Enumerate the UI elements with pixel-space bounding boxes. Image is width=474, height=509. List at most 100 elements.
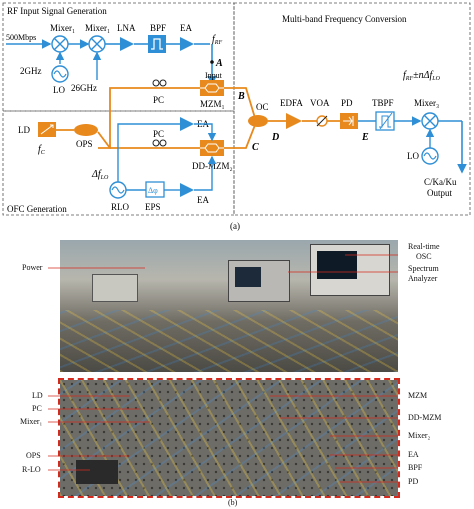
label-voa: VOA xyxy=(310,98,330,108)
label-output: Output xyxy=(427,188,453,198)
optical-path-mzm1 xyxy=(98,87,200,149)
eps-icon: Δφ xyxy=(145,181,165,198)
label-edfa: EDFA xyxy=(280,98,303,108)
rlo-icon xyxy=(109,181,127,199)
label-26ghz: 26GHz xyxy=(71,83,97,93)
optical-mzm1-oc xyxy=(224,87,256,119)
photo-label-power: Power xyxy=(22,263,43,272)
mixer3-icon xyxy=(421,112,439,130)
oscilloscope-unit xyxy=(310,244,390,296)
frame-multiband xyxy=(233,2,471,216)
label-lna: LNA xyxy=(117,23,136,33)
photo-label-mzm: MZM xyxy=(408,391,428,400)
label-500mbps: 500Mbps xyxy=(6,33,36,42)
section-multiband-title: Multi-band Frequency Conversion xyxy=(282,14,407,24)
bench-cables xyxy=(60,310,398,372)
power-supply-unit xyxy=(92,274,138,302)
label-pc-top: PC xyxy=(153,95,164,105)
label-pc-mid: PC xyxy=(153,129,164,139)
oc-icon xyxy=(248,115,268,127)
label-point-b: B xyxy=(237,91,245,102)
photo-label-mixer2: Mixer₂ xyxy=(408,431,431,440)
ops-icon xyxy=(74,124,98,136)
label-mixer3: Mixer₃ xyxy=(414,98,439,108)
label-tbpf: TBPF xyxy=(372,98,394,108)
label-point-d: D xyxy=(271,132,279,143)
label-oc: OC xyxy=(256,102,269,112)
bpf-icon xyxy=(148,35,166,53)
label-f-c: fC xyxy=(38,144,46,156)
wire-ea-bot-ddmzm xyxy=(194,155,217,191)
label-point-a: A xyxy=(215,58,223,69)
photo-label-ea: EA xyxy=(408,450,419,459)
lna-icon xyxy=(120,37,134,51)
label-mzm1: MZM₁ xyxy=(200,99,225,109)
pd-icon xyxy=(340,113,358,129)
photo-label-osc: OSC xyxy=(416,252,432,261)
section-rf-input-title: RF Input Signal Generation xyxy=(7,6,107,16)
edfa-icon xyxy=(286,113,302,129)
label-mixer1b: Mixer₁ xyxy=(85,23,110,33)
label-point-c: C xyxy=(252,142,259,153)
label-ea-bot: EA xyxy=(197,195,209,205)
lab-photo-overview xyxy=(60,240,398,372)
system-diagram: RF Input Signal Generation Multi-band Fr… xyxy=(2,2,471,231)
photo-label-pc: PC xyxy=(32,404,42,413)
label-output-bands: C/Ka/Ku xyxy=(424,177,457,187)
label-ld: LD xyxy=(18,125,30,135)
label-lo-right: LO xyxy=(407,151,419,161)
mzm1-icon xyxy=(200,80,224,96)
pc-mid-icon xyxy=(152,139,167,147)
voa-icon xyxy=(316,115,328,127)
spectrum-analyzer-unit xyxy=(228,260,290,302)
tbpf-icon xyxy=(375,111,395,131)
panel-label-a: (a) xyxy=(230,221,240,231)
pc-top-icon xyxy=(152,79,167,87)
photo-label-analyzer: Analyzer xyxy=(408,274,438,283)
panel-label-b: (b) xyxy=(228,498,238,507)
wire-ea-mid-ddmzm xyxy=(194,123,217,142)
rlo-device xyxy=(76,460,118,484)
label-mixer1: Mixer₁ xyxy=(50,23,75,33)
photo-label-ld: LD xyxy=(32,391,43,400)
label-rlo: RLO xyxy=(111,202,130,212)
ld-icon xyxy=(38,122,56,137)
lo-right-icon xyxy=(421,147,439,165)
lo-source-icon xyxy=(51,65,69,83)
label-ops: OPS xyxy=(76,139,93,149)
label-delta-flo: ΔfLO xyxy=(91,169,109,181)
label-pd: PD xyxy=(341,98,353,108)
label-input: Input xyxy=(205,71,223,80)
label-eps: EPS xyxy=(145,202,161,212)
optical-ops-ddmzm xyxy=(97,131,200,149)
photo-label-ddmzm: DD-MZM xyxy=(408,413,442,422)
label-point-e: E xyxy=(361,132,369,143)
lab-photo-detail xyxy=(58,378,400,498)
ea-bot-icon xyxy=(180,183,194,197)
photo-label-bpf: BPF xyxy=(408,463,423,472)
photo-label-spectrum: Spectrum xyxy=(408,264,439,273)
photo-label-pd: PD xyxy=(408,477,419,486)
label-formula: fRF±nΔfLO xyxy=(403,70,441,82)
label-lo: LO xyxy=(53,85,65,95)
point-a-dot xyxy=(210,60,214,64)
frame-ofc xyxy=(2,110,235,216)
label-2ghz: 2GHz xyxy=(20,66,42,76)
label-bpf: BPF xyxy=(150,23,166,33)
photo-label-ops: OPS xyxy=(26,451,41,460)
label-f-rf: fRF xyxy=(212,34,222,46)
section-ofc-title: OFC Generation xyxy=(7,204,67,214)
dd-mzm2-icon xyxy=(200,140,224,156)
label-ea-top: EA xyxy=(180,23,192,33)
wire-rlo-ddmzm xyxy=(117,123,180,190)
ea-top-icon xyxy=(180,37,194,51)
mixer1-icon xyxy=(51,35,69,53)
mixer1b-icon xyxy=(88,35,106,53)
optical-ddmzm-oc xyxy=(224,124,256,149)
photo-label-realtime: Real-time xyxy=(408,242,440,251)
photo-label-rlo: R-LO xyxy=(22,465,41,474)
ea-mid-icon xyxy=(180,117,194,131)
frame-rf-input xyxy=(2,2,235,112)
svg-text:Δφ: Δφ xyxy=(148,186,158,195)
